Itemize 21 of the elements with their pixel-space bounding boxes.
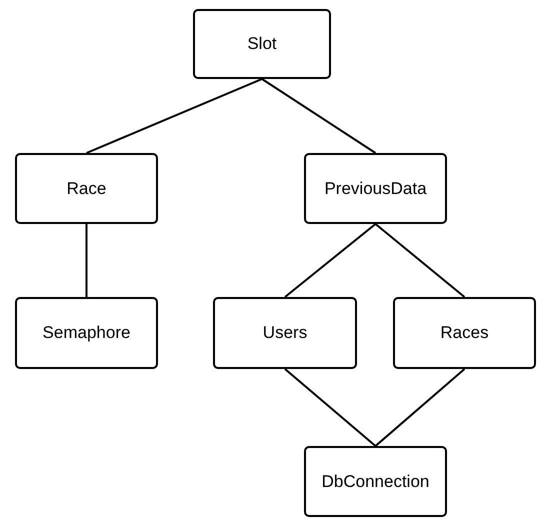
class-box [213, 297, 357, 369]
connector-line [284, 368, 376, 447]
connector-line [374, 368, 466, 447]
class-name: Races [440, 322, 489, 344]
class-box [304, 446, 447, 517]
connector-line [284, 223, 376, 298]
class-box [193, 9, 331, 79]
class-name: Semaphore [42, 322, 130, 344]
class-box [15, 297, 158, 369]
class-name: Race [66, 178, 106, 200]
class-name: Slot [247, 33, 277, 56]
class-box [304, 153, 447, 224]
class-box [393, 297, 536, 369]
connector-line [261, 78, 376, 154]
connector-line [374, 223, 466, 298]
connector-line [86, 78, 262, 154]
class-box [15, 153, 158, 224]
class-name: DbConnection [322, 470, 430, 493]
connector-line [86, 224, 88, 297]
class-name: Users [262, 322, 308, 344]
class-name: PreviousData [324, 178, 427, 200]
